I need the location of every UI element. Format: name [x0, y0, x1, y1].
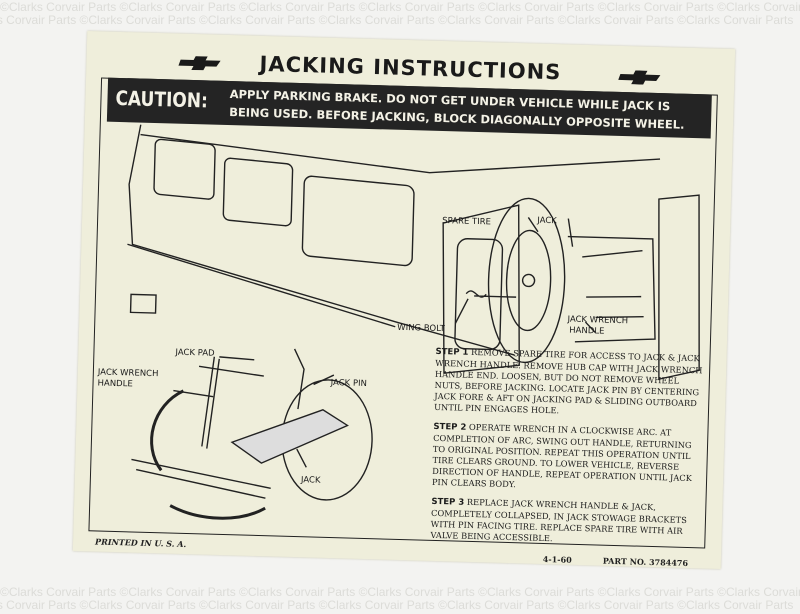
van-jacking-illustration: [127, 124, 700, 520]
jacking-instructions-decal: JACKING INSTRUCTIONS CAUTION: APPLY PARK…: [72, 31, 736, 569]
label-jack-wrench-handle-right-2: HANDLE: [569, 325, 605, 337]
label-wing-bolt: WING BOLT: [397, 322, 446, 335]
label-jack-wrench-handle-left-2: HANDLE: [97, 378, 133, 390]
label-jack-top: JACK: [537, 215, 557, 227]
step-3: STEP 3 REPLACE JACK WRENCH HANDLE & JACK…: [430, 496, 703, 549]
step-text: REMOVE SPARE TIRE FOR ACCESS TO JACK & J…: [433, 346, 703, 416]
watermark-line: ©Clarks Corvair Parts ©Clarks Corvair Pa…: [0, 1, 800, 14]
watermark-line: ©Clarks Corvair Parts ©Clarks Corvair Pa…: [0, 598, 794, 612]
label-jack-bottom: JACK: [300, 475, 321, 486]
caution-label: CAUTION:: [115, 85, 209, 113]
watermark-top: ©Clarks Corvair Parts ©Clarks Corvair Pa…: [0, 1, 800, 27]
printed-in-usa: PRINTED IN U. S. A.: [94, 536, 187, 550]
chevrolet-bowtie-logo-right: [618, 70, 661, 85]
watermark-line: ©Clarks Corvair Parts ©Clarks Corvair Pa…: [0, 13, 794, 27]
label-jack-wrench-handle-right-1: JACK WRENCH: [567, 314, 629, 327]
step-text: REPLACE JACK WRENCH HANDLE & JACK, COMPL…: [430, 496, 687, 544]
step-2: STEP 2 OPERATE WRENCH IN A CLOCKWISE ARC…: [432, 421, 706, 496]
part-number: PART NO. 3784476: [602, 555, 689, 569]
instruction-steps: STEP 1 REMOVE SPARE TIRE FOR ACCESS TO J…: [430, 346, 708, 557]
watermark-line: ©Clarks Corvair Parts ©Clarks Corvair Pa…: [0, 586, 800, 599]
step-heading: STEP 1: [435, 346, 469, 358]
watermark-bottom: ©Clarks Corvair Parts ©Clarks Corvair Pa…: [0, 586, 800, 612]
step-heading: STEP 3: [431, 496, 465, 508]
chevrolet-bowtie-logo-left: [178, 56, 221, 71]
label-spare-tire: SPARE TIRE: [442, 216, 492, 228]
step-text: OPERATE WRENCH IN A CLOCKWISE ARC. AT CO…: [431, 421, 693, 490]
label-jack-pin: JACK PIN: [330, 377, 368, 389]
label-jack-pad: JACK PAD: [175, 347, 215, 359]
label-jack-wrench-handle-left-1: JACK WRENCH: [97, 367, 159, 380]
step-heading: STEP 2: [433, 421, 467, 433]
print-date: 4-1-60: [542, 553, 572, 565]
step-1: STEP 1 REMOVE SPARE TIRE FOR ACCESS TO J…: [434, 346, 708, 421]
